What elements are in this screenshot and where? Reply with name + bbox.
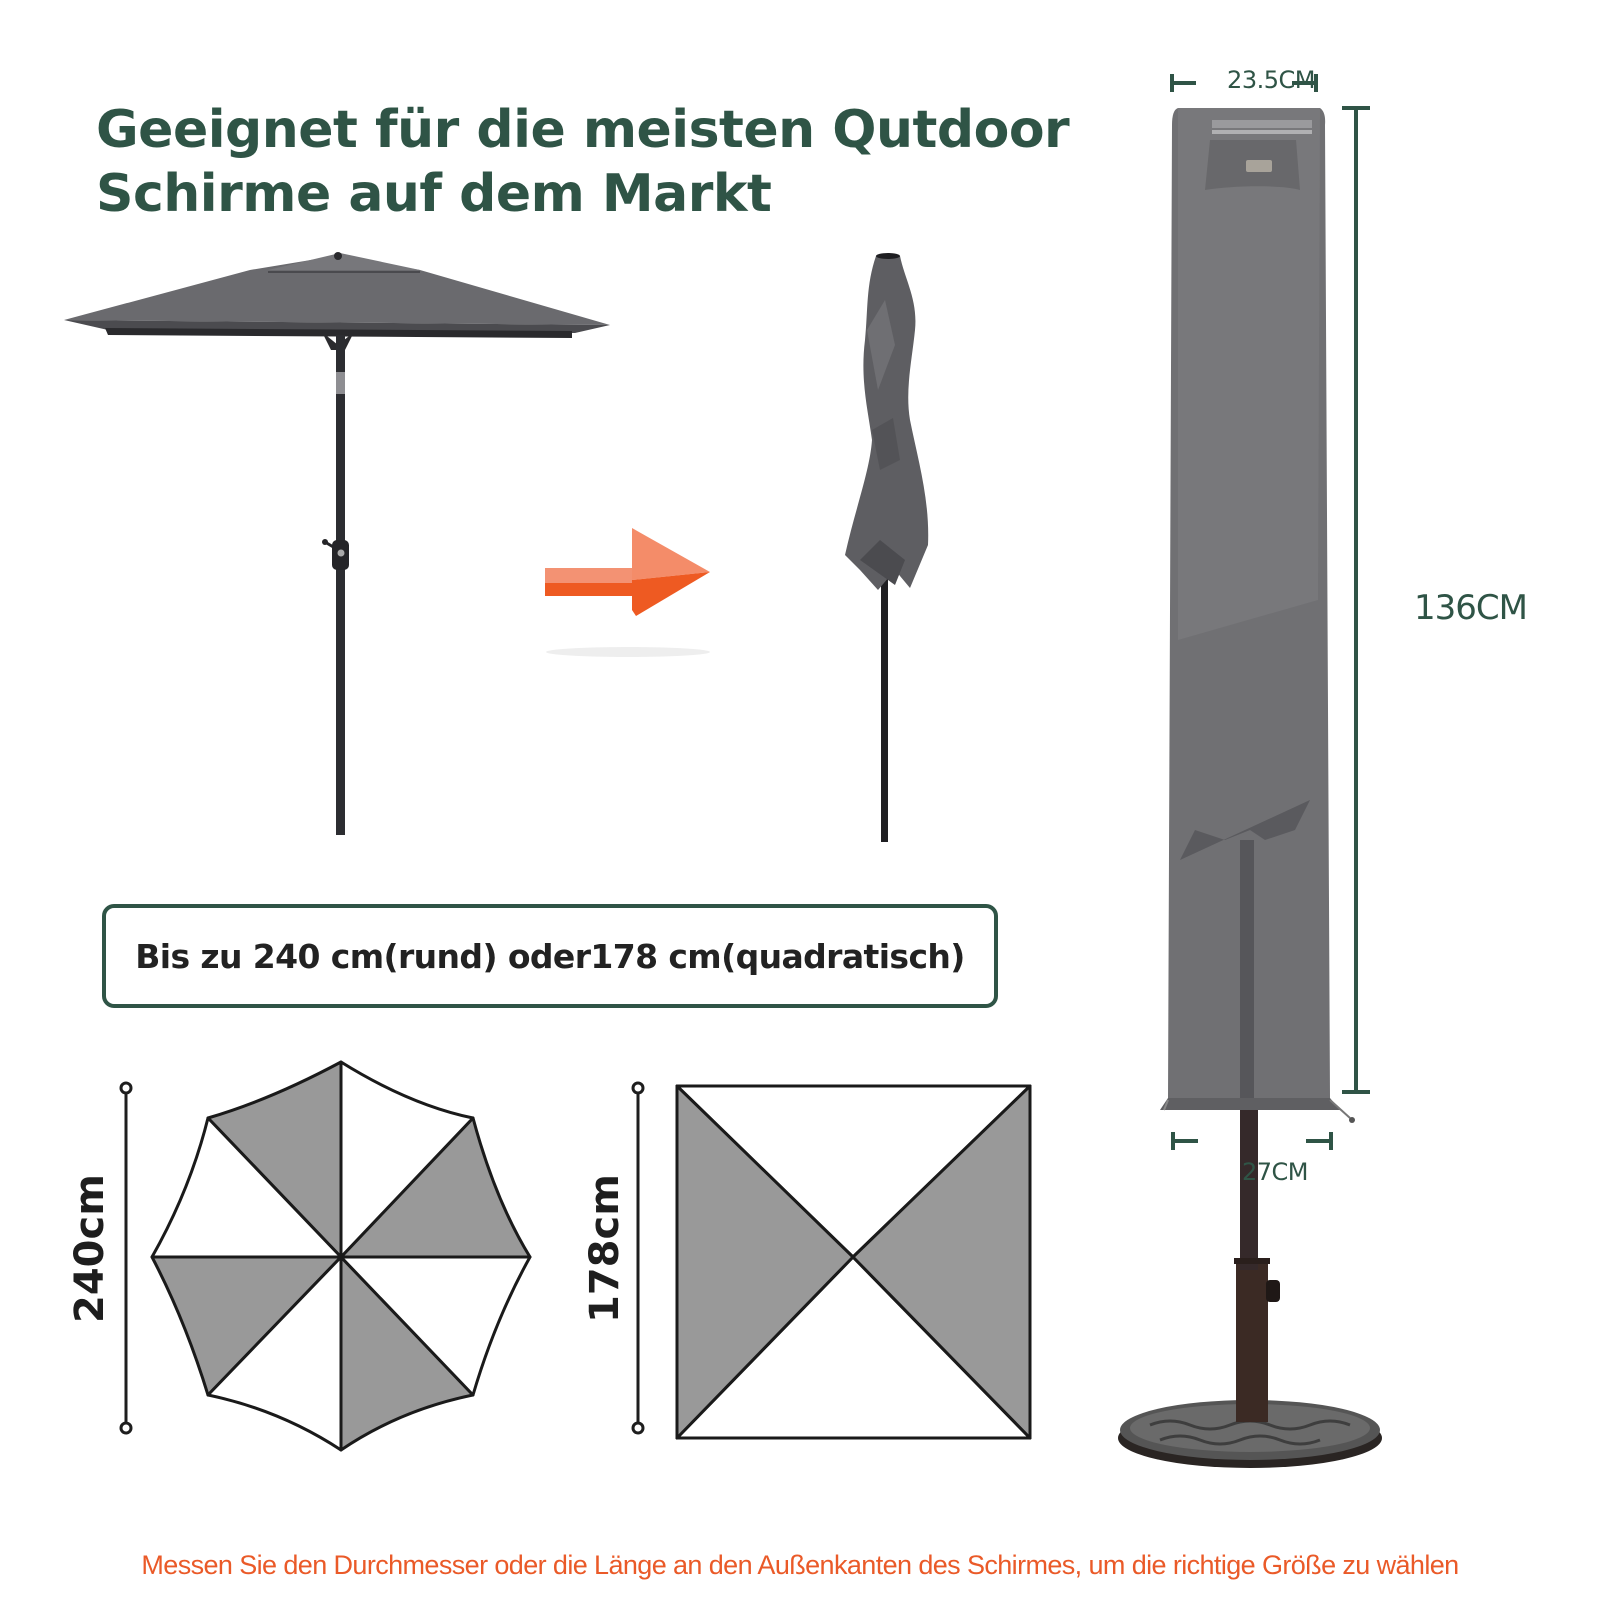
max-size-box: Bis zu 240 cm(rund) oder178 cm(quadratis… (102, 904, 998, 1008)
headline-line-2: Schirme auf dem Markt (96, 164, 772, 224)
cover-height-label: 136CM (1414, 588, 1528, 628)
max-size-text: Bis zu 240 cm(rund) oder178 cm(quadratis… (135, 936, 965, 976)
measurement-instruction: Messen Sie den Durchmesser oder die Läng… (141, 1550, 1459, 1580)
cover-top-width-label: 23.5CM (1227, 66, 1315, 94)
headline: Geeignet für die meisten Qutdoor Schirme… (96, 98, 1076, 226)
square-side-label: 178cm (582, 1174, 628, 1323)
headline-line-1: Geeignet für die meisten Qutdoor (96, 100, 1070, 160)
cover-bottom-width-label: 27CM (1241, 1158, 1309, 1186)
